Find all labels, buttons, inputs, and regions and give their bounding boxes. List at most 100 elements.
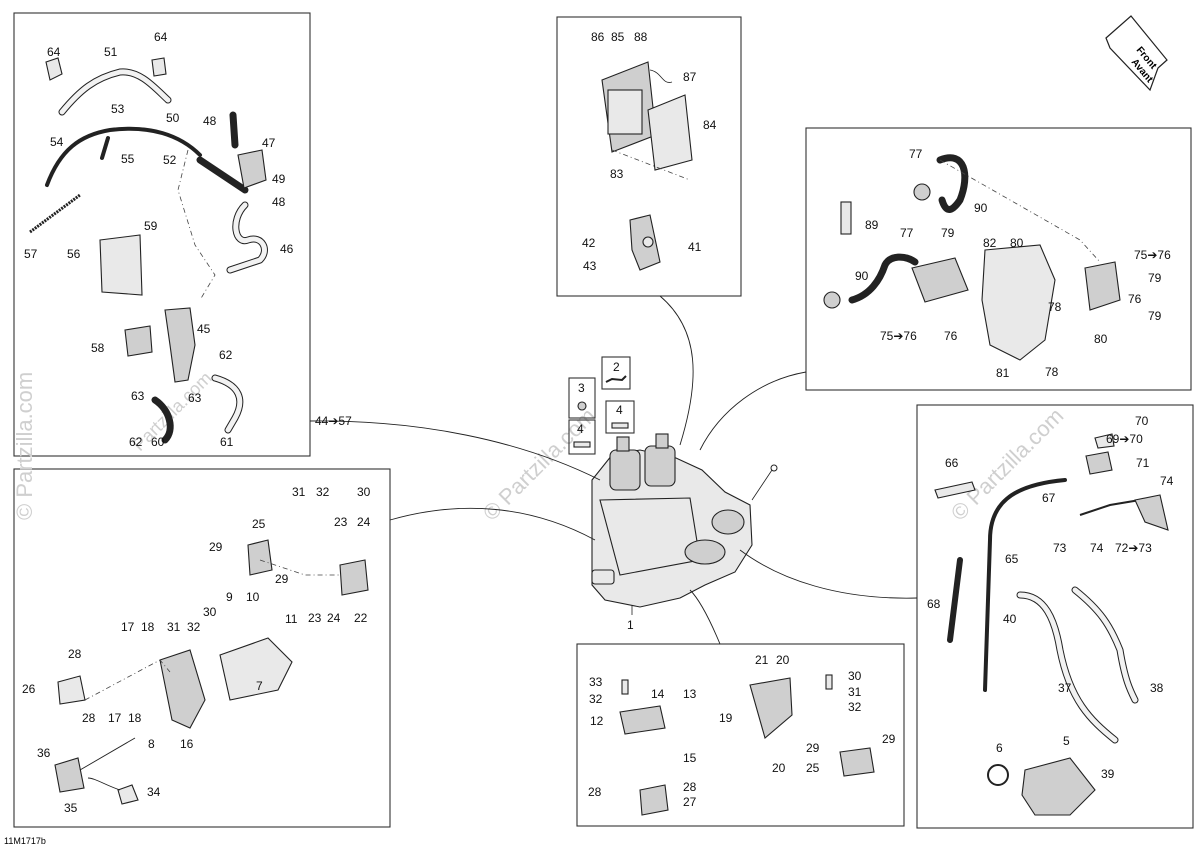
ignition-panel-callout-15: 76 <box>944 329 958 343</box>
starter-panel-callout-25: 18 <box>128 711 142 725</box>
cooling-panel-callout-16: 46 <box>280 242 294 256</box>
label-plug: 3 <box>578 381 585 395</box>
cooling-panel-callout-24: 60 <box>151 435 165 449</box>
ecu-panel-callout-7: 42 <box>582 236 596 250</box>
exhaust-panel-callout-10: 72➔73 <box>1115 541 1152 555</box>
starter-panel-callout-24: 17 <box>108 711 122 725</box>
exhaust-panel-callout-7: 65 <box>1005 552 1019 566</box>
cooling-panel-callout-5: 50 <box>166 111 180 125</box>
cooling-panel-callout-1: 64 <box>47 45 61 59</box>
ignition-panel-callout-18: 78 <box>1045 365 1059 379</box>
starter-panel <box>13 468 391 828</box>
exhaust-panel-callout-17: 39 <box>1101 767 1115 781</box>
cooling-panel-callout-22: 61 <box>220 435 234 449</box>
starter-panel-callout-14: 17 <box>121 620 135 634</box>
cooling-panel-callout-12: 48 <box>272 195 286 209</box>
ignition-panel-callout-16: 80 <box>1094 332 1108 346</box>
ignition-panel-callout-3: 89 <box>865 218 879 232</box>
starter-panel-callout-29: 35 <box>64 801 78 815</box>
starter-panel-callout-6: 25 <box>252 517 266 531</box>
exhaust-panel <box>916 404 1194 829</box>
exhaust-panel-callout-13: 37 <box>1058 681 1072 695</box>
ignition-panel-callout-10: 76 <box>1128 292 1142 306</box>
ignition-panel-callout-4: 77 <box>900 226 914 240</box>
ignition-panel-callout-12: 79 <box>1148 309 1162 323</box>
cooling-panel-callout-21: 63 <box>131 389 145 403</box>
exhaust-panel-callout-2: 69➔70 <box>1106 432 1143 446</box>
arrow-cooling <box>309 420 601 481</box>
watermark-left: © Partzilla.com <box>12 372 37 520</box>
starter-parts <box>54 539 369 805</box>
ecu-panel-callout-6: 83 <box>610 167 624 181</box>
pin-box-a <box>605 400 635 434</box>
starter-panel-callout-23: 28 <box>82 711 96 725</box>
mount-panel-callout-19: 27 <box>683 795 697 809</box>
cooling-panel-callout-19: 62 <box>219 348 233 362</box>
mount-panel-callout-2: 20 <box>776 653 790 667</box>
cooling-panel-callout-10: 52 <box>163 153 177 167</box>
ecu-parts <box>601 61 693 271</box>
starter-panel-callout-26: 8 <box>148 737 155 751</box>
starter-panel-callout-28: 36 <box>37 746 51 760</box>
ignition-panel-callout-5: 79 <box>941 226 955 240</box>
starter-panel-callout-19: 11 <box>285 612 298 626</box>
cooling-panel-callout-4: 53 <box>111 102 125 116</box>
ecu-panel-callout-3: 88 <box>634 30 648 44</box>
label-cooling-arrow: 44➔57 <box>315 414 352 428</box>
mount-panel-callout-13: 29 <box>806 741 820 755</box>
exhaust-panel-callout-16: 5 <box>1063 734 1070 748</box>
starter-panel-callout-5: 24 <box>357 515 371 529</box>
clip-box <box>601 356 631 390</box>
starter-panel-callout-12: 9 <box>226 590 233 604</box>
ecu-panel-callout-5: 84 <box>703 118 717 132</box>
ignition-panel-callout-13: 78 <box>1048 300 1062 314</box>
mount-panel-callout-6: 32 <box>589 692 603 706</box>
label-engine: 1 <box>627 618 634 632</box>
starter-panel-callout-15: 18 <box>141 620 155 634</box>
starter-panel-callout-18: 30 <box>203 605 217 619</box>
mount-panel-callout-4: 33 <box>589 675 603 689</box>
mount-parts <box>619 674 875 816</box>
mount-panel-callout-5: 31 <box>848 685 862 699</box>
exhaust-panel-callout-9: 74 <box>1090 541 1104 555</box>
ignition-panel-callout-8: 75➔76 <box>1134 248 1171 262</box>
starter-panel-callout-11: 22 <box>354 611 368 625</box>
ignition-panel-callout-7: 80 <box>1010 236 1024 250</box>
cooling-panel-callout-23: 62 <box>129 435 143 449</box>
mount-panel-callout-12: 15 <box>683 751 697 765</box>
label-pin-a: 4 <box>616 403 623 417</box>
ecu-panel-callout-4: 87 <box>683 70 697 84</box>
cooling-panel-callout-14: 57 <box>24 247 38 261</box>
starter-panel-callout-10: 24 <box>327 611 341 625</box>
ecu-panel-callout-9: 43 <box>583 259 597 273</box>
exhaust-panel-callout-14: 38 <box>1150 681 1164 695</box>
plug-box <box>568 377 596 419</box>
starter-panel-callout-2: 32 <box>316 485 330 499</box>
starter-panel-callout-8: 29 <box>275 572 289 586</box>
ignition-panel-callout-9: 79 <box>1148 271 1162 285</box>
cooling-panel-callout-18: 58 <box>91 341 105 355</box>
ignition-panel-callout-1: 77 <box>909 147 923 161</box>
exhaust-parts <box>934 433 1169 816</box>
starter-panel-callout-17: 32 <box>187 620 201 634</box>
starter-panel-callout-21: 7 <box>256 679 263 693</box>
mount-panel-callout-16: 25 <box>806 761 820 775</box>
ignition-panel-callout-14: 75➔76 <box>880 329 917 343</box>
ignition-parts <box>823 154 1121 361</box>
ignition-panel-callout-2: 90 <box>974 201 988 215</box>
mount-panel-callout-14: 29 <box>882 732 896 746</box>
mount-panel-callout-18: 28 <box>683 780 697 794</box>
cooling-panel-callout-3: 64 <box>154 30 168 44</box>
mount-panel-callout-8: 13 <box>683 687 697 701</box>
exhaust-panel-callout-6: 67 <box>1042 491 1056 505</box>
ecu-panel-callout-2: 85 <box>611 30 625 44</box>
ignition-panel-callout-17: 81 <box>996 366 1010 380</box>
